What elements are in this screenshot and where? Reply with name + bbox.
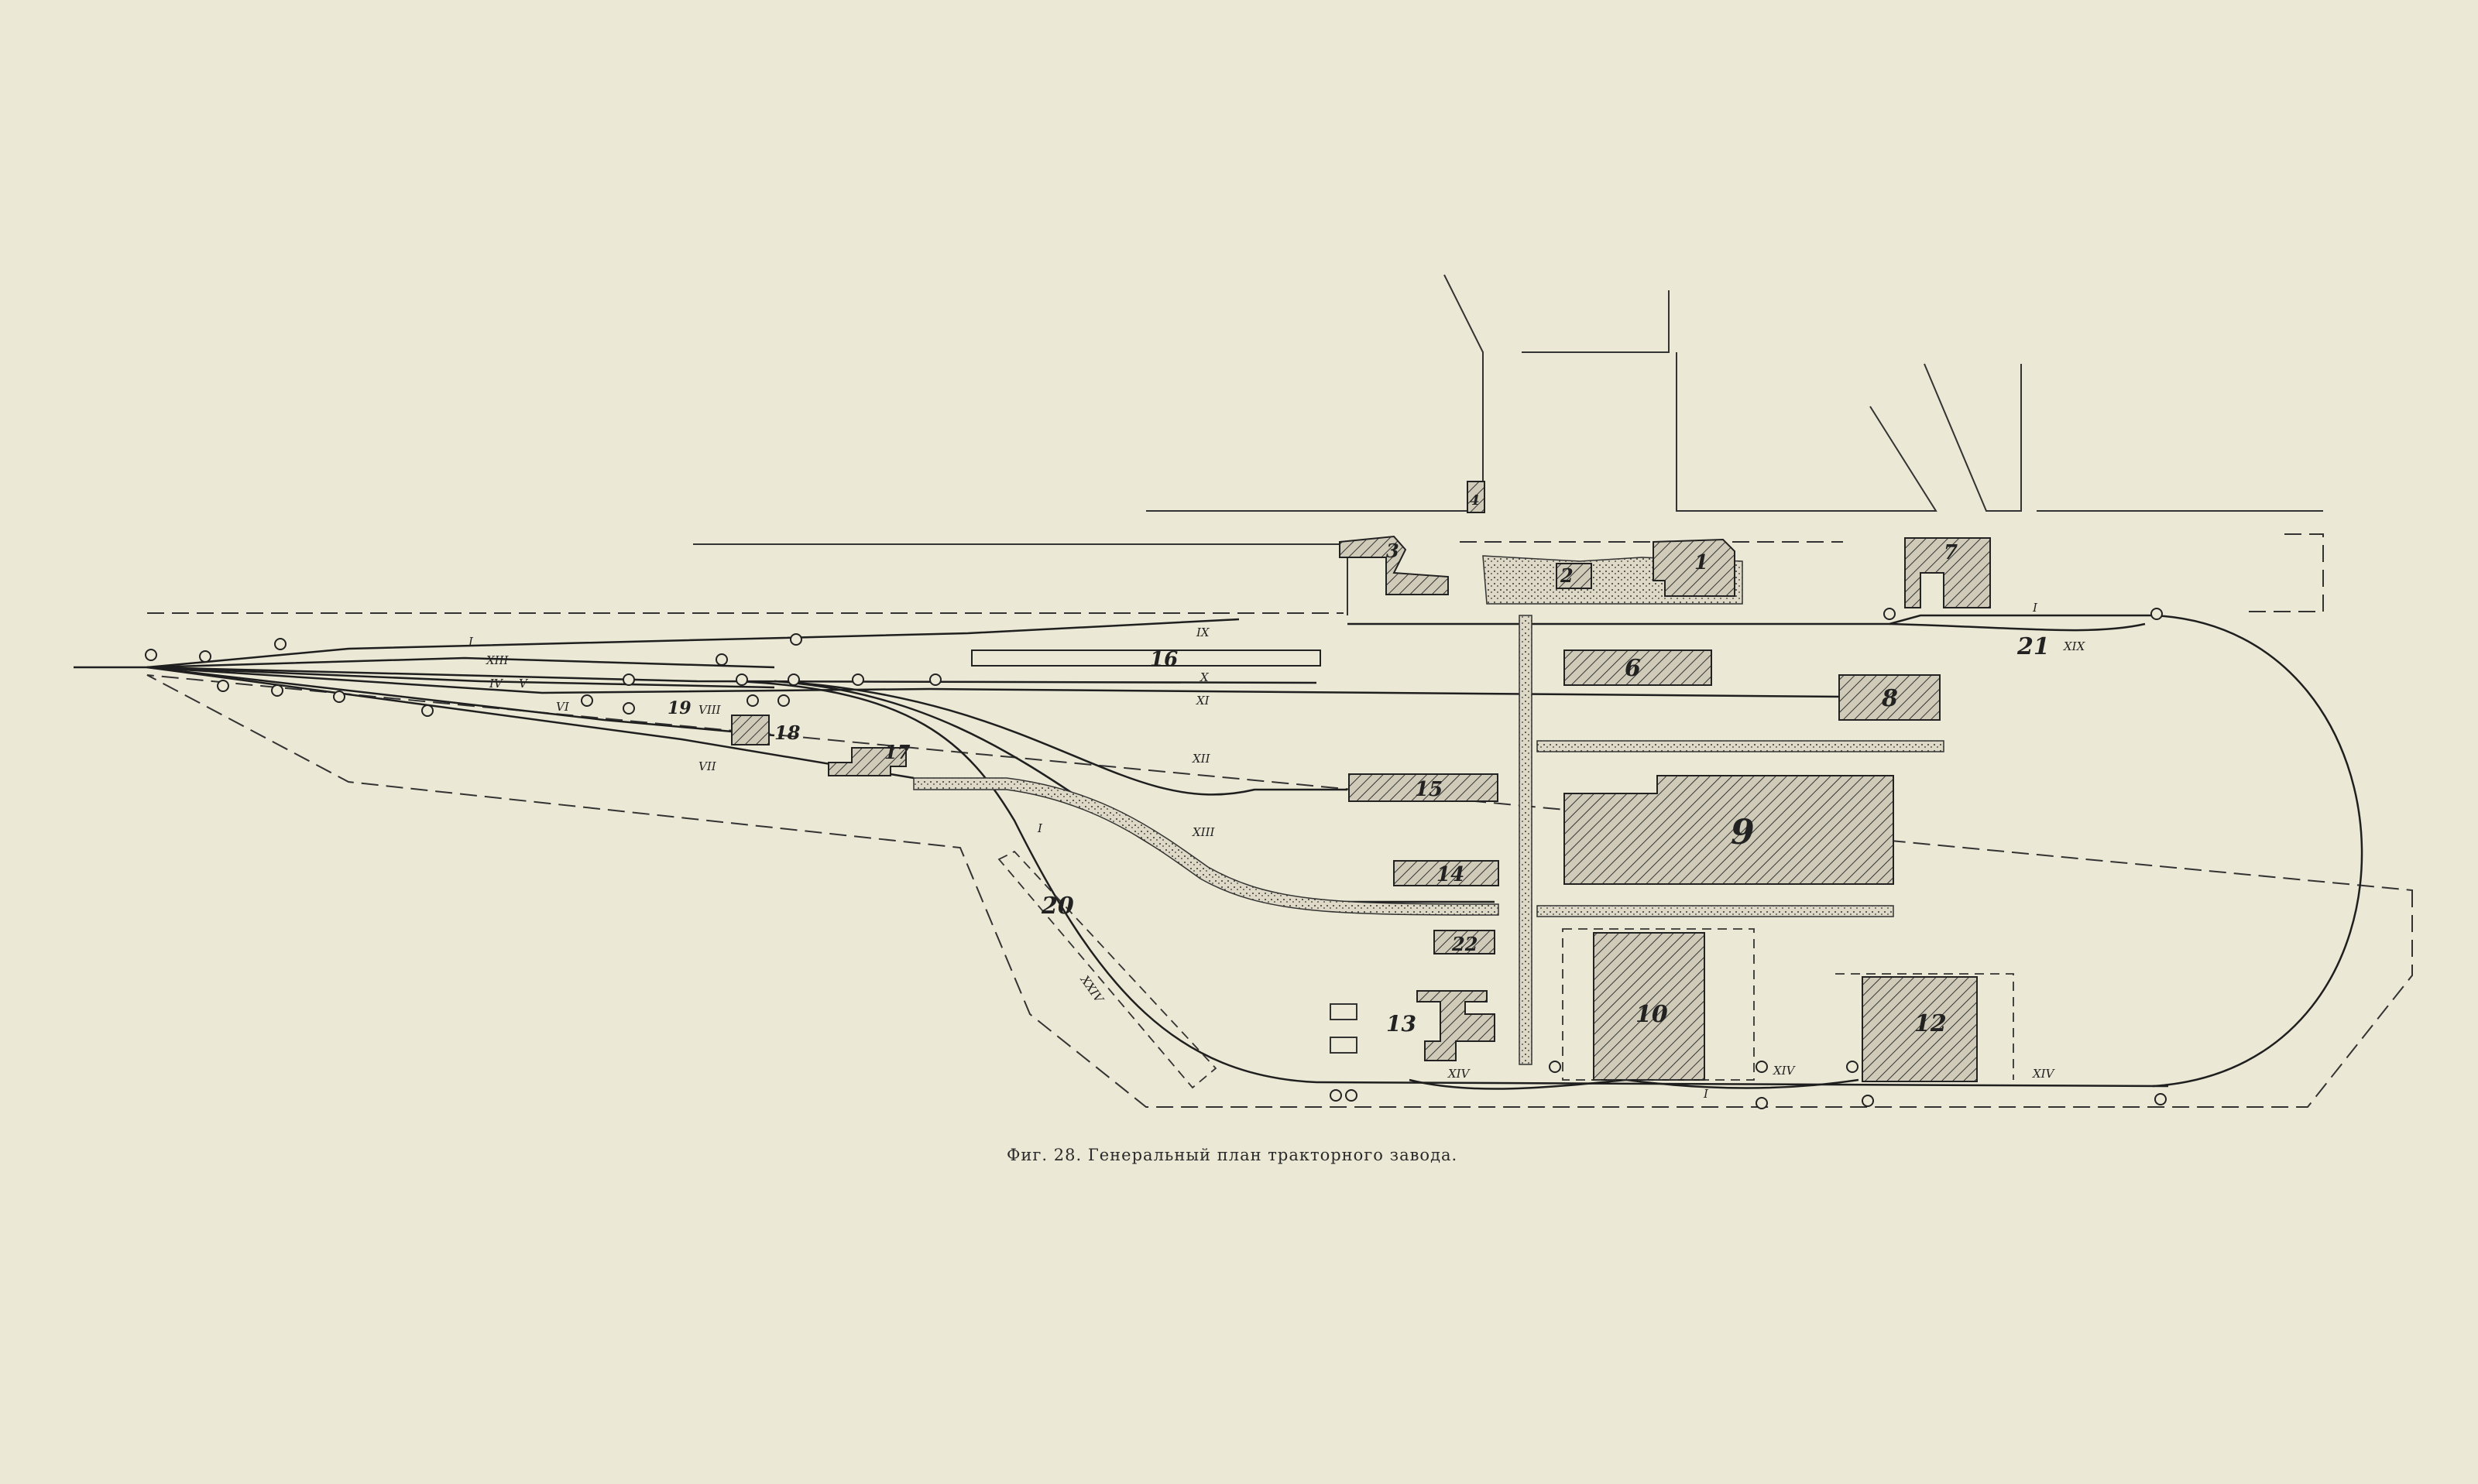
track-label: I xyxy=(468,635,474,649)
track-label: XIV xyxy=(1447,1067,1471,1081)
label-1: 1 xyxy=(1694,551,1708,574)
building-10 xyxy=(1593,932,1705,1081)
track-label: VII xyxy=(698,759,717,773)
label-20: 20 xyxy=(1041,893,1074,920)
label-18: 18 xyxy=(774,721,801,744)
track-label: IX xyxy=(1196,625,1210,639)
label-19: 19 xyxy=(668,698,692,718)
building-13 xyxy=(1416,990,1495,1061)
track-label: XIII xyxy=(486,653,510,667)
site-boundary xyxy=(146,533,2413,1108)
label-17: 17 xyxy=(884,741,911,763)
track-label: VIII xyxy=(698,703,722,717)
track-label: XII xyxy=(1192,752,1211,766)
label-8: 8 xyxy=(1881,685,1898,712)
track-label: XIII xyxy=(1192,825,1216,839)
label-22: 22 xyxy=(1451,933,1478,955)
building-4 xyxy=(1467,481,1485,513)
label-9: 9 xyxy=(1731,813,1755,852)
building-6 xyxy=(1563,649,1712,686)
building-7 xyxy=(1904,537,1991,608)
building-1 xyxy=(1653,538,1735,597)
building-17 xyxy=(828,747,907,776)
track-label: I xyxy=(1703,1087,1709,1101)
track-label: XIV xyxy=(2032,1067,2056,1081)
building-14 xyxy=(1393,860,1499,886)
signal-posts xyxy=(145,608,2167,1109)
label-14: 14 xyxy=(1436,863,1464,886)
figure-caption: Фиг. 28. Генеральный план тракторного за… xyxy=(1007,1146,1458,1164)
track-label: XXIV xyxy=(1077,972,1107,1006)
label-16: 16 xyxy=(1150,648,1178,671)
label-21: 21 xyxy=(2016,633,2050,660)
track-label: IV xyxy=(489,677,504,691)
label-6: 6 xyxy=(1625,655,1641,682)
track-label: V xyxy=(519,677,529,691)
building-22 xyxy=(1433,930,1495,954)
streets xyxy=(693,274,2323,615)
track-label: XIV xyxy=(1773,1064,1797,1078)
label-10: 10 xyxy=(1635,1001,1668,1028)
track-label: XI xyxy=(1196,694,1210,708)
label-2: 2 xyxy=(1560,564,1574,587)
label-4: 4 xyxy=(1470,492,1480,509)
track-label: X xyxy=(1200,670,1210,684)
building-3 xyxy=(1339,535,1449,595)
track-label: XIX xyxy=(2063,639,2086,653)
track-label: VI xyxy=(556,700,570,714)
label-15: 15 xyxy=(1415,778,1443,801)
building-18 xyxy=(731,715,770,745)
label-7: 7 xyxy=(1944,541,1958,564)
building-12 xyxy=(1862,976,1978,1082)
building-16 xyxy=(971,649,1321,667)
dashed-outlines xyxy=(997,850,2014,1089)
label-13: 13 xyxy=(1386,1011,1416,1037)
annex-blocks xyxy=(1330,1003,1357,1054)
track-label: I xyxy=(1037,821,1043,835)
building-8 xyxy=(1838,674,1941,721)
building-9 xyxy=(1563,775,1894,885)
building-15 xyxy=(1348,773,1498,802)
building-2 xyxy=(1556,563,1592,589)
buildings xyxy=(731,481,1991,1082)
label-12: 12 xyxy=(1914,1010,1947,1037)
building-labels: 6 8 9 10 12 13 14 15 16 17 18 19 20 21 2… xyxy=(668,492,2050,1037)
label-3: 3 xyxy=(1386,540,1399,562)
roads xyxy=(913,555,1944,1065)
track-label: I xyxy=(2032,601,2038,615)
